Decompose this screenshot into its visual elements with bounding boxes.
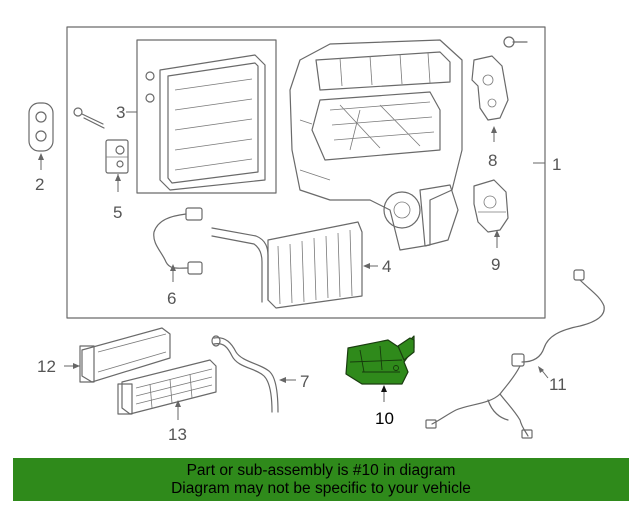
callout-6[interactable]: 6 <box>167 289 176 308</box>
callout-13[interactable]: 13 <box>168 425 187 444</box>
evaporator-part-3[interactable] <box>136 39 277 194</box>
callout-8[interactable]: 8 <box>488 151 497 170</box>
ptc-heater-part-13[interactable] <box>117 359 217 415</box>
bolt-icon <box>73 107 105 129</box>
heater-core-part-4[interactable] <box>211 221 363 309</box>
hvac-housing-part-1[interactable] <box>289 39 463 251</box>
callout-2[interactable]: 2 <box>35 175 44 194</box>
callout-3[interactable]: 3 <box>116 103 125 122</box>
callout-11[interactable]: 11 <box>549 375 567 394</box>
callout-10[interactable]: 10 <box>375 409 394 428</box>
callout-7[interactable]: 7 <box>300 372 309 391</box>
radiator-part-12[interactable] <box>79 327 171 383</box>
actuator-part-9[interactable] <box>473 179 509 233</box>
wire-harness-part-6[interactable] <box>153 207 203 275</box>
notice-line-2: Diagram may not be specific to your vehi… <box>171 480 471 497</box>
actuator-part-8[interactable] <box>471 36 528 121</box>
notice-banner: Part or sub-assembly is #10 in diagram D… <box>13 458 629 501</box>
expansion-valve-part-5[interactable] <box>105 139 129 174</box>
callout-9[interactable]: 9 <box>491 255 500 274</box>
wire-harness-part-11[interactable] <box>425 269 605 439</box>
callout-5[interactable]: 5 <box>113 203 122 222</box>
grommet-part-2[interactable] <box>28 102 54 152</box>
callout-1[interactable]: 1 <box>552 155 561 174</box>
callout-12[interactable]: 12 <box>37 357 56 376</box>
bracket-part-10-highlighted[interactable] <box>345 335 415 385</box>
assembly-frame <box>66 26 546 319</box>
callout-4[interactable]: 4 <box>382 257 391 276</box>
notice-line-1: Part or sub-assembly is #10 in diagram <box>186 462 456 479</box>
hose-part-7[interactable] <box>211 335 279 413</box>
